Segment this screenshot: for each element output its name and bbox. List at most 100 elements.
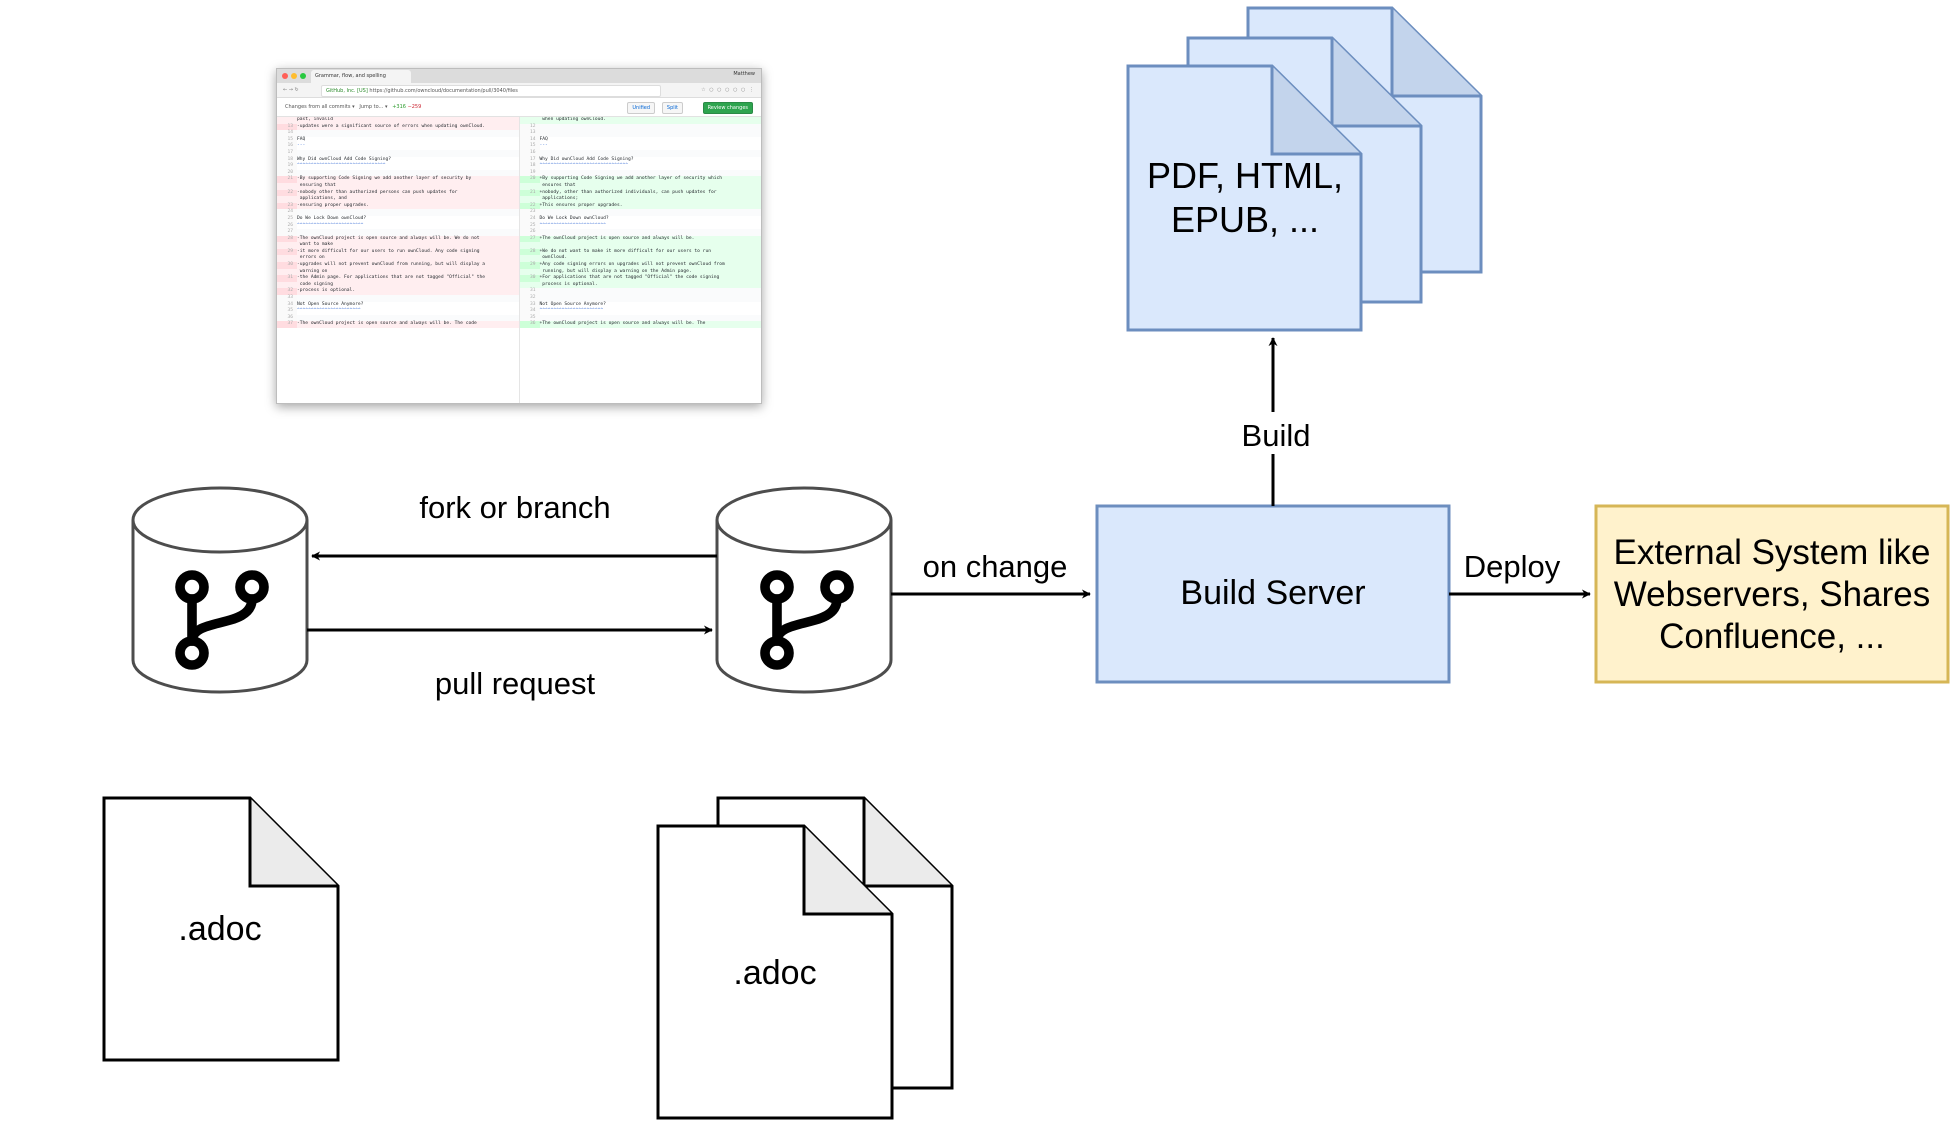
diff-line-number[interactable]: 28	[519, 248, 540, 256]
diff-line-number[interactable]: 20	[277, 169, 297, 177]
diff-line-number[interactable]: 30	[277, 262, 297, 269]
diff-line-text: -The ownCloud project is open source and…	[297, 235, 480, 241]
diff-line-number[interactable]: 22	[277, 189, 297, 197]
diff-line-text: want to make	[297, 242, 333, 248]
maximize-window-icon[interactable]	[300, 73, 306, 79]
diff-line-text: +For applications that are not tagged "O…	[539, 275, 720, 281]
close-window-icon[interactable]	[282, 73, 288, 79]
diff-line: 33	[277, 295, 519, 302]
diff-line-number[interactable]: 29	[277, 248, 297, 256]
diff-line: applications, and	[277, 196, 519, 203]
review-changes-button[interactable]: Review changes	[702, 102, 753, 114]
diff-line-text: +We do not want to make it more difficul…	[539, 248, 711, 254]
diff-line-number[interactable]: 24	[277, 209, 297, 216]
diff-line-text: ^^^^^^^^^^^^^^^^^^^^^^^^	[539, 222, 606, 228]
diff-line-number[interactable]: 28	[277, 235, 297, 243]
adoc-documents-right	[656, 796, 954, 1120]
output-documents-stack	[1126, 6, 1483, 332]
diff-line-number[interactable]: 37	[277, 321, 297, 328]
diff-line-number[interactable]: 22	[519, 202, 540, 210]
diff-line: 19	[519, 169, 761, 177]
pull-request-label: pull request	[435, 666, 596, 701]
diff-line: 31-the Admin page. For applications that…	[277, 275, 519, 282]
diff-line-number[interactable]: 36	[277, 314, 297, 322]
diff-line-number[interactable]: 32	[519, 295, 540, 302]
diff-line-number[interactable]: 30	[519, 275, 540, 282]
diff-line-number[interactable]: 33	[519, 301, 540, 309]
diff-line-number[interactable]: 26	[519, 229, 540, 236]
diff-line-number[interactable]: 19	[277, 163, 297, 170]
diff-line: 22-nobody other than authorized persons …	[277, 189, 519, 197]
diff-line: 23-ensuring proper upgrades.	[277, 202, 519, 210]
address-field[interactable]: GitHub, Inc. [US] https://github.com/own…	[321, 85, 661, 97]
diff-line-number[interactable]: 20	[519, 176, 540, 183]
deletions-count: −259	[407, 104, 422, 110]
diff-line-number[interactable]: 13	[519, 130, 540, 137]
diff-line: 13-updates were a significant source of …	[277, 123, 519, 131]
jump-to-dropdown[interactable]: Jump to...	[359, 104, 384, 110]
diff-line-text: +By supporting Code Signing we add anoth…	[539, 176, 723, 182]
diff-line-number[interactable]: 26	[277, 222, 297, 230]
diff-line: 16---	[277, 143, 519, 150]
diff-line-number[interactable]: 18	[277, 156, 297, 164]
diff-line-number[interactable]: 25	[277, 215, 297, 223]
diff-line-number[interactable]: 14	[277, 130, 297, 137]
diff-line-number[interactable]: 17	[519, 156, 540, 164]
external-label-line2: Webservers, Shares	[1614, 575, 1930, 614]
diff-line-number[interactable]: 15	[277, 136, 297, 144]
browser-user: Matthew	[733, 71, 755, 77]
diff-line-text: ^^^^^^^^^^^^^^^^^^^^^^^^^^^^^^^^	[539, 163, 629, 169]
changes-from-dropdown[interactable]: Changes from all commits	[285, 104, 351, 110]
diff-line: 30-upgrades will not prevent ownCloud fr…	[277, 262, 519, 269]
browser-nav-icons[interactable]: ← → ↻	[283, 87, 299, 93]
diff-line-number[interactable]: 35	[519, 314, 540, 322]
diff-line: 26^^^^^^^^^^^^^^^^^^^^^^^^	[277, 222, 519, 230]
diff-line-number[interactable]: 14	[519, 136, 540, 144]
diff-line-number[interactable]: 13	[277, 123, 297, 131]
diff-line-number[interactable]: 25	[519, 222, 540, 230]
diff-line-text: ensuring that	[297, 182, 336, 188]
diff-line-number[interactable]: 31	[519, 288, 540, 296]
diff-line-number[interactable]: 21	[519, 189, 540, 197]
diff-line-number[interactable]: 34	[519, 308, 540, 315]
diff-line-number[interactable]: 19	[519, 169, 540, 177]
diff-line: 36	[277, 314, 519, 322]
diff-line: 32	[519, 295, 761, 302]
diff-line-number[interactable]: 27	[277, 229, 297, 236]
diff-line-number[interactable]: 21	[277, 176, 297, 183]
diff-line-text: Do We Lock Down ownCloud?	[539, 215, 609, 221]
browser-tab[interactable]: Grammar, flow, and spelling	[311, 70, 411, 83]
diff-line-number[interactable]: 18	[519, 163, 540, 170]
diff-line: 23	[519, 209, 761, 216]
diff-line-number[interactable]: 29	[519, 262, 540, 269]
diff-line-number[interactable]: 15	[519, 143, 540, 150]
diff-line-number[interactable]: 23	[277, 202, 297, 210]
diff-line-number[interactable]: 16	[277, 143, 297, 150]
diff-line-number[interactable]: 31	[277, 275, 297, 282]
diff-line-number[interactable]: 36	[519, 321, 540, 328]
diff-line-number[interactable]: 12	[519, 123, 540, 131]
diff-line-number[interactable]: 23	[519, 209, 540, 216]
diff-line-number[interactable]: 24	[519, 215, 540, 223]
diff-line-text: ensures that	[539, 182, 576, 188]
diff-line-number[interactable]: 32	[277, 288, 297, 296]
diff-line-text: applications, and	[297, 196, 347, 202]
minimize-window-icon[interactable]	[291, 73, 297, 79]
diff-line-text: Why Did ownCloud Add Code Signing?	[297, 156, 392, 162]
extension-icons[interactable]: ☆ ○ ○ ○ ○ ○ ⋮	[701, 87, 755, 93]
diff-line-number[interactable]: 33	[277, 295, 297, 302]
diff-line-text: Not Open Source Anymore?	[539, 301, 606, 307]
diff-line-number[interactable]: 35	[277, 308, 297, 315]
diff-line-text: ^^^^^^^^^^^^^^^^^^^^^^^	[539, 308, 604, 314]
diff-line-number[interactable]: 17	[277, 149, 297, 157]
diff-line-number[interactable]: 34	[277, 301, 297, 309]
split-button[interactable]: Split	[661, 102, 683, 114]
diff-line-number[interactable]: 16	[519, 149, 540, 157]
diff-line: ownCloud.	[519, 255, 761, 263]
unified-button[interactable]: Unified	[627, 102, 655, 114]
diff-line-number[interactable]: 27	[519, 235, 540, 243]
diff-line: 29+Any code signing errors on upgrades w…	[519, 262, 761, 269]
